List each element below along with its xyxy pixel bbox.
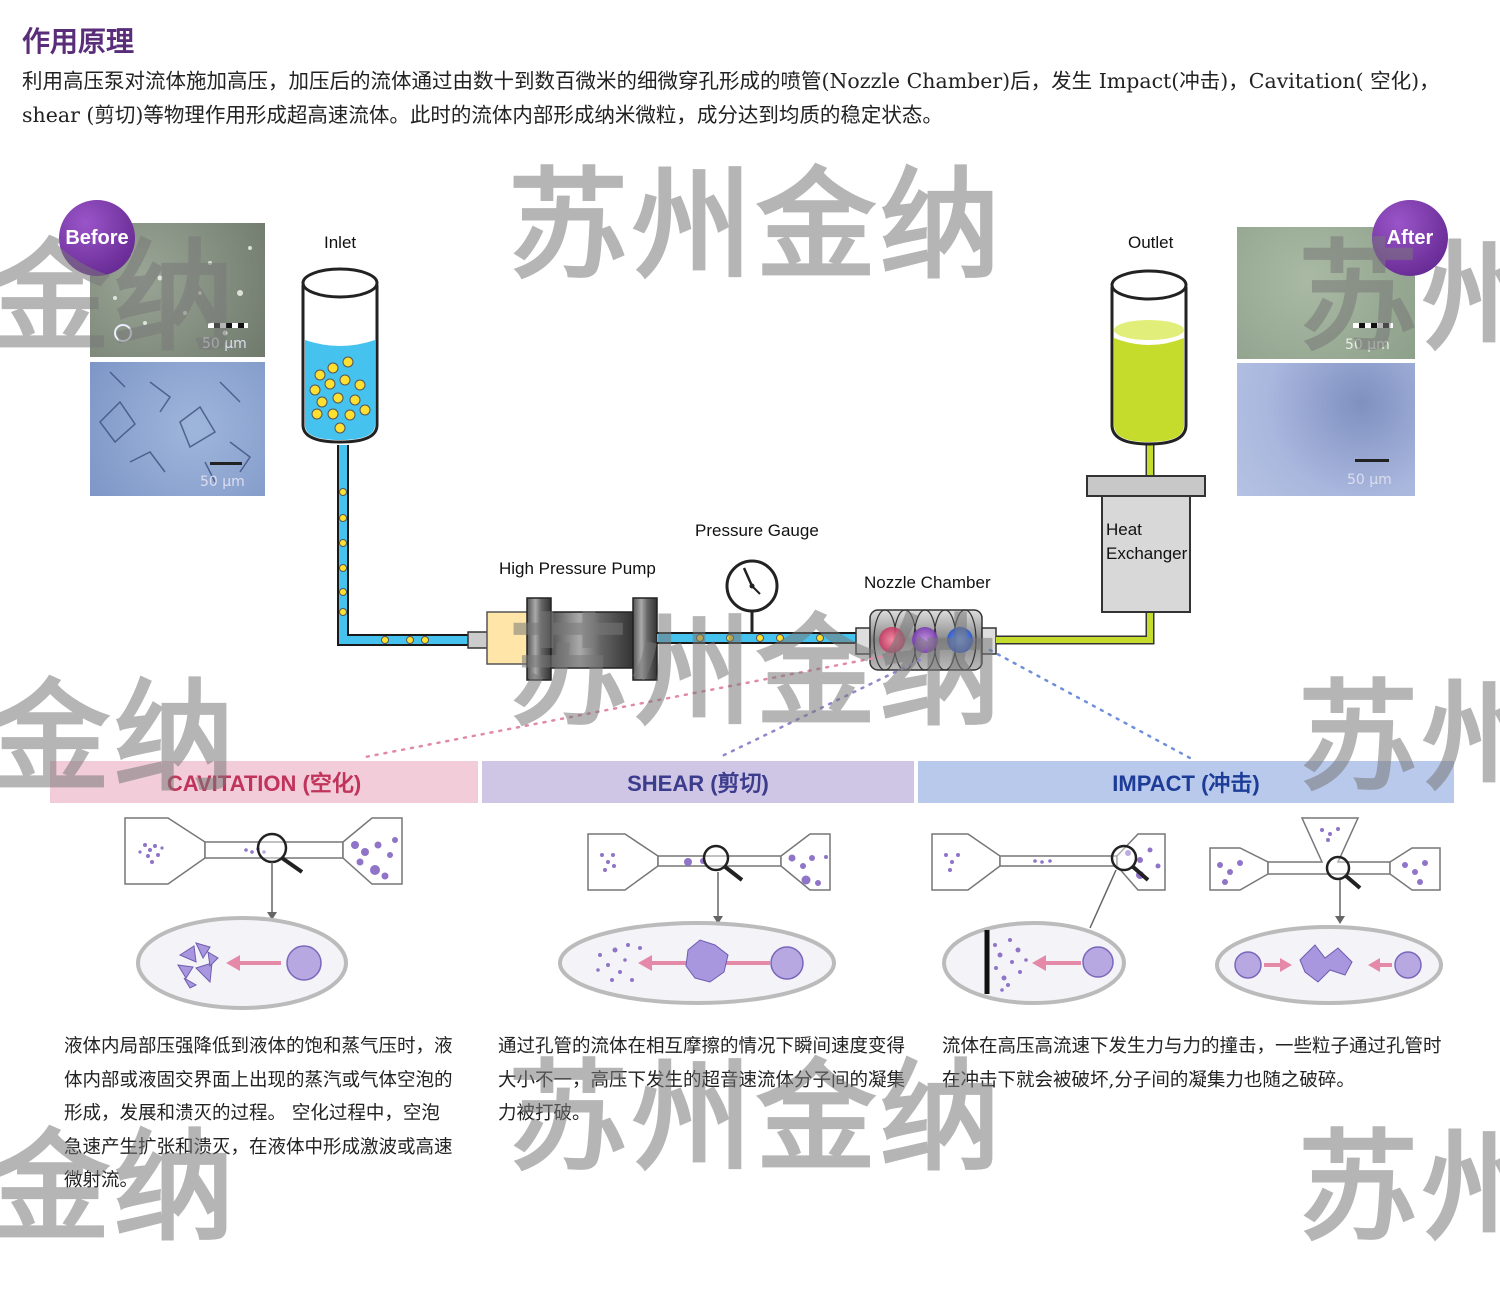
inlet-container: [301, 267, 379, 444]
pump-label: High Pressure Pump: [499, 559, 656, 578]
connector-cavitation: [358, 653, 892, 760]
shear-heading: SHEAR (剪切): [482, 761, 914, 803]
impact-diagram-1: [931, 833, 1166, 1005]
outlet-pipe: [996, 444, 1155, 645]
after-badge: After: [1372, 200, 1448, 276]
before-micrograph-bottom: 50 μm: [90, 362, 265, 496]
cavitation-diagram: [124, 817, 403, 1010]
impact-heading: IMPACT (冲击): [918, 761, 1454, 803]
before-badge: Before: [59, 200, 135, 276]
before-scale-label-bottom: 50 μm: [200, 474, 245, 490]
before-scale-label-top: 50 μm: [202, 336, 247, 352]
shear-description: 通过孔管的流体在相互摩擦的情况下瞬间速度变得大小不一，高压下发生的超音速流体分子…: [498, 1036, 906, 1124]
heat-exchanger-label-1: Heat: [1106, 520, 1142, 539]
page-title: 作用原理: [22, 25, 135, 58]
gauge-label: Pressure Gauge: [695, 521, 819, 540]
after-micrograph-bottom: 50 μm: [1237, 363, 1415, 496]
cavitation-heading: CAVITATION (空化): [50, 761, 478, 803]
high-pressure-pump: [467, 597, 658, 681]
after-scale-label-bottom: 50 μm: [1347, 472, 1392, 488]
after-scale-label-top: 50 μm: [1345, 337, 1390, 353]
pressure-gauge: [725, 559, 779, 634]
connector-impact: [988, 648, 1192, 760]
pressure-pipe: [657, 632, 858, 644]
impact-description: 流体在高压高流速下发生力与力的撞击，一些粒子通过孔管时在冲击下就会被破坏,分子间…: [942, 1036, 1442, 1091]
inlet-label: Inlet: [324, 233, 357, 252]
inlet-pipe: [337, 445, 470, 646]
heat-exchanger-label-2: Exchanger: [1106, 544, 1188, 563]
impact-diagram-2: [1209, 817, 1443, 1005]
cavitation-description: 液体内局部压强降低到液体的饱和蒸气压时，液体内部或液固交界面上出现的蒸汽或气体空…: [64, 1036, 453, 1191]
outlet-label: Outlet: [1128, 233, 1174, 252]
shear-diagram: [558, 833, 836, 1005]
heat-exchanger: [1086, 475, 1206, 613]
nozzle-label: Nozzle Chamber: [864, 573, 991, 592]
intro-paragraph: 利用高压泵对流体施加高压，加压后的流体通过由数十到数百微米的细微穿孔形成的喷管(…: [22, 69, 1440, 127]
outlet-container: [1110, 269, 1188, 446]
nozzle-chamber: [855, 609, 997, 671]
connector-shear: [716, 658, 922, 760]
